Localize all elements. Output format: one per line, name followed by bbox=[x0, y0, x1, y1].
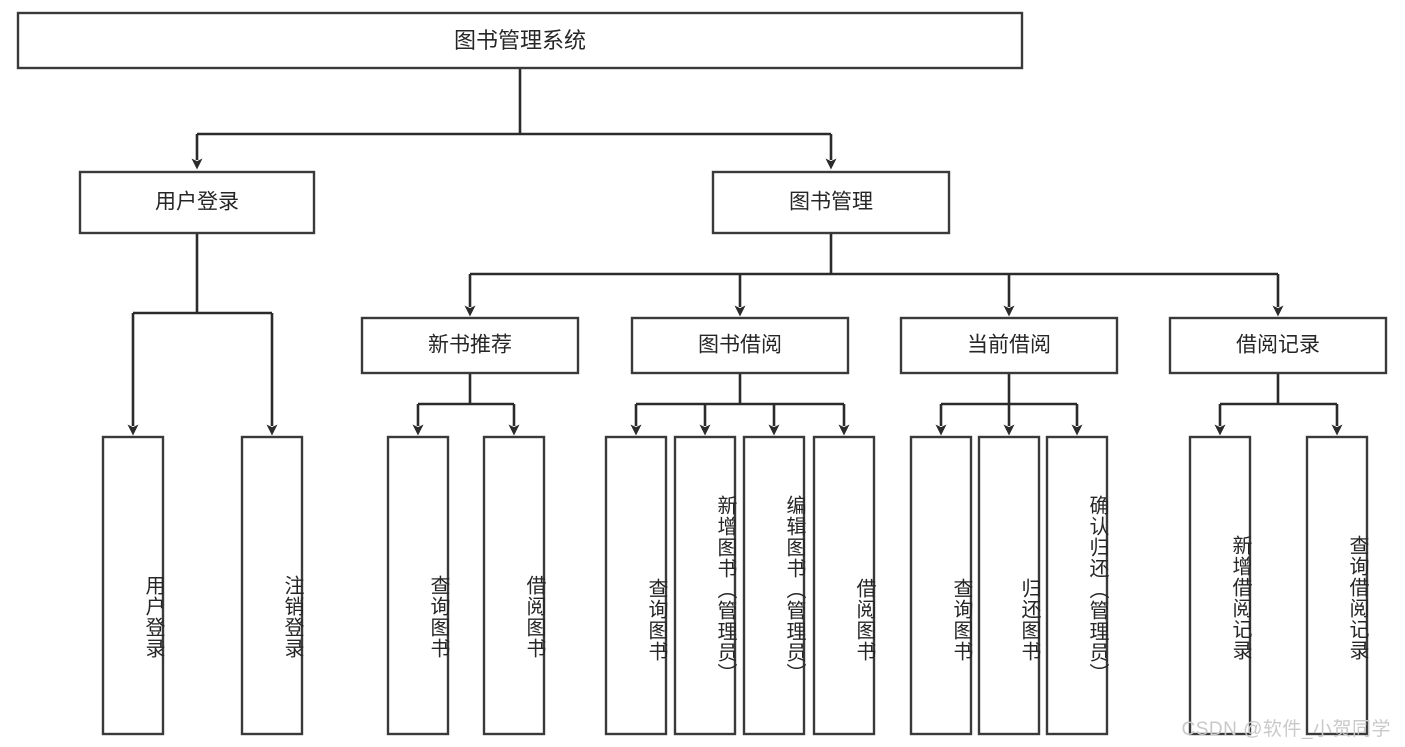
node-user-login-label: 用户登录 bbox=[155, 191, 239, 214]
node-root-label: 图书管理系统 bbox=[454, 28, 586, 53]
node-current-borrow-label: 当前借阅 bbox=[967, 334, 1051, 357]
node-leaf-user-login-box[interactable] bbox=[101, 435, 165, 736]
node-borrow-record-box[interactable] bbox=[1168, 316, 1388, 375]
node-book-management-box[interactable] bbox=[711, 170, 951, 235]
node-user-login-box[interactable] bbox=[78, 170, 316, 235]
node-leaf-add-record-box[interactable] bbox=[1188, 435, 1252, 736]
node-new-book-recommend-label: 新书推荐 bbox=[428, 334, 512, 357]
node-leaf-query-book-3-box[interactable] bbox=[909, 435, 973, 736]
node-leaf-confirm-return-box[interactable] bbox=[1045, 435, 1109, 736]
csdn-watermark: CSDN @软件_小贺同学 bbox=[1181, 719, 1391, 740]
node-new-book-recommend-box[interactable] bbox=[360, 316, 580, 375]
node-book-borrow-label: 图书借阅 bbox=[698, 334, 782, 357]
node-current-borrow-box[interactable] bbox=[899, 316, 1119, 375]
node-book-borrow-box[interactable] bbox=[630, 316, 850, 375]
node-leaf-logout-box[interactable] bbox=[240, 435, 304, 736]
node-borrow-record-label: 借阅记录 bbox=[1236, 334, 1320, 357]
node-leaf-add-book-box[interactable] bbox=[673, 435, 737, 736]
node-root-box[interactable] bbox=[16, 11, 1024, 70]
node-leaf-query-book-2-box[interactable] bbox=[604, 435, 668, 736]
node-leaf-borrow-book-2-box[interactable] bbox=[812, 435, 876, 736]
node-leaf-query-record-box[interactable] bbox=[1305, 435, 1369, 736]
node-leaf-edit-book-box[interactable] bbox=[742, 435, 806, 736]
node-leaf-return-book-box[interactable] bbox=[977, 435, 1041, 736]
node-leaf-query-book-1-box[interactable] bbox=[386, 435, 450, 736]
node-book-management-label: 图书管理 bbox=[789, 191, 873, 214]
node-leaf-borrow-book-1-box[interactable] bbox=[482, 435, 546, 736]
